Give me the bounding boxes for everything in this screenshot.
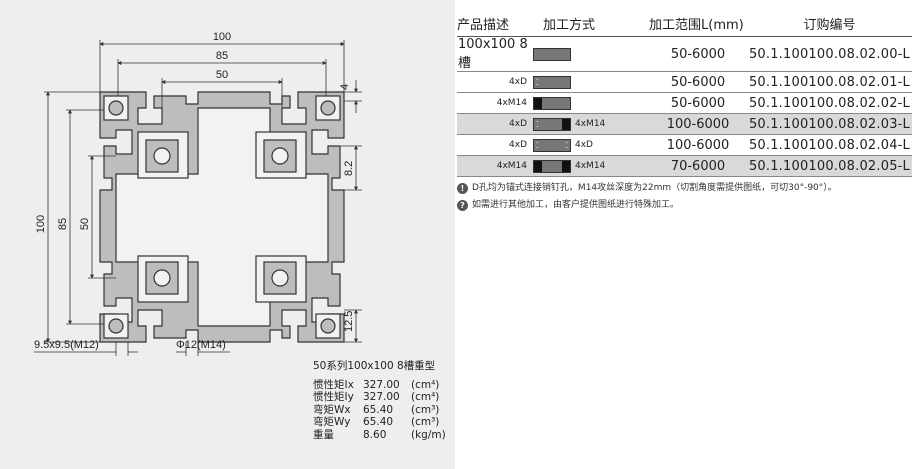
row-process [533,92,649,114]
row-description: 4xM14 [457,155,533,177]
row-order-code: 50.1.100100.08.02.05-L [747,155,912,177]
dim-top-50: 50 [216,69,228,81]
spec-unit: (cm⁴) [411,378,440,391]
table-row: 4xD ⁚ 50-6000 50.1.100100.08.02.01-L [457,71,912,93]
dim-top-100: 100 [213,31,231,43]
row-process: ⁚ [533,71,649,93]
spec-key: 惯性矩Ix [313,378,354,391]
profile-outline [99,91,345,343]
table-row: 100x100 8槽 50-6000 50.1.100100.08.02.00-… [457,36,912,72]
row-description: 4xD [457,134,533,156]
process-diagram-icon: ⁚⁚ [533,138,571,152]
process-right-label: 4xD [575,140,593,150]
spec-row: 弯矩Wy 65.40 (cm³) [313,416,446,429]
spec-unit: (cm³) [411,403,440,416]
note-item: ! D孔均为锚式连接销钉孔，M14攻丝深度为22mm（切割角度需提供图纸，可切30… [457,180,837,197]
spec-key: 惯性矩Iy [313,391,354,404]
info-icon: ? [457,200,468,211]
dimension-lines [34,40,362,356]
row-range: 100-6000 [649,113,747,135]
spec-key: 重量 [313,428,334,441]
process-right-label: 4xM14 [575,161,606,171]
dim-top-85: 85 [216,50,228,62]
dim-left-85: 85 [57,218,69,230]
header-range: 加工范围L(mm) [649,10,747,37]
specs-title: 50系列100x100 8槽重型 [313,360,436,372]
row-process: ⁚ 4xM14 [533,113,649,135]
row-description: 4xD [457,113,533,135]
table-row: 4xM14 4xM14 70-6000 50.1.100100.08.02.05… [457,155,912,177]
row-range: 50-6000 [649,71,747,93]
spec-unit: (cm³) [411,416,440,429]
row-description: 4xD [457,71,533,93]
info-icon: ! [457,183,468,194]
row-description: 100x100 8槽 [457,36,533,72]
spec-row: 惯性矩Iy 327.00 (cm⁴) [313,391,446,404]
spec-value: 65.40 [363,403,394,416]
row-order-code: 50.1.100100.08.02.03-L [747,113,912,135]
dim-12-5: 12.5 [343,311,355,332]
spec-row: 惯性矩Ix 327.00 (cm⁴) [313,379,446,392]
row-range: 100-6000 [649,134,747,156]
row-range: 70-6000 [649,155,747,177]
table-row: 4xD ⁚ 4xM14 100-6000 50.1.100100.08.02.03… [457,113,912,135]
spec-value: 65.40 [363,416,394,429]
spec-row: 重量 8.60 (kg/m) [313,429,446,442]
row-description: 4xM14 [457,92,533,114]
note-text: 如需进行其他加工，由客户提供图纸进行特殊加工。 [472,200,680,210]
table-row: 4xD ⁚⁚4xD 100-6000 50.1.100100.08.02.04-… [457,134,912,156]
process-diagram-icon [533,47,571,61]
row-process [533,36,649,72]
drawing-panel: 100 85 50 4 8.2 12.5 100 85 50 9.5x9.5(M… [0,0,455,469]
row-order-code: 50.1.100100.08.02.00-L [747,36,912,72]
header-process: 加工方式 [533,10,649,37]
note-item: ? 如需进行其他加工，由客户提供图纸进行特殊加工。 [457,197,837,214]
dim-slot: 9.5x9.5(M12) [34,339,99,351]
spec-key: 弯矩Wx [313,403,351,416]
row-process: 4xM14 [533,155,649,177]
spec-unit: (cm⁴) [411,391,440,404]
spec-row: 弯矩Wx 65.40 (cm³) [313,404,446,417]
process-diagram-icon: ⁚ [533,117,571,131]
row-order-code: 50.1.100100.08.02.01-L [747,71,912,93]
ordering-table-wrap: 产品描述 加工方式 加工范围L(mm) 订购编号 100x100 8槽 50-6… [457,10,912,177]
spec-value: 327.00 [363,378,400,391]
profile-drawing: 100 85 50 4 8.2 12.5 100 85 50 9.5x9.5(M… [34,31,362,356]
row-range: 50-6000 [649,36,747,72]
dim-left-50: 50 [79,218,91,230]
spec-key: 弯矩Wy [313,416,351,429]
table-row: 4xM14 50-6000 50.1.100100.08.02.02-L [457,92,912,114]
spec-value: 327.00 [363,391,400,404]
spec-unit: (kg/m) [411,428,446,441]
dim-4: 4 [339,84,351,90]
ordering-table: 产品描述 加工方式 加工范围L(mm) 订购编号 100x100 8槽 50-6… [457,10,912,177]
notes: ! D孔均为锚式连接销钉孔，M14攻丝深度为22mm（切割角度需提供图纸，可切30… [457,180,837,214]
dim-8-2: 8.2 [343,161,355,176]
dim-hole: Φ12(M14) [176,339,226,351]
row-process: ⁚⁚ 4xD [533,134,649,156]
header-order-code: 订购编号 [747,10,912,37]
process-diagram-icon [533,159,571,173]
process-right-label: 4xM14 [575,119,606,129]
process-diagram-icon: ⁚ [533,75,571,89]
note-text: D孔均为锚式连接销钉孔，M14攻丝深度为22mm（切割角度需提供图纸，可切30°… [472,183,837,193]
spec-value: 8.60 [363,428,387,441]
row-order-code: 50.1.100100.08.02.02-L [747,92,912,114]
process-diagram-icon [533,96,571,110]
profile-specs: 50系列100x100 8槽重型 惯性矩Ix 327.00 (cm⁴) 惯性矩Iy 3… [313,360,446,442]
dim-left-100: 100 [35,215,47,233]
table-header-row: 产品描述 加工方式 加工范围L(mm) 订购编号 [457,10,912,37]
row-order-code: 50.1.100100.08.02.04-L [747,134,912,156]
header-description: 产品描述 [457,10,533,37]
row-range: 50-6000 [649,92,747,114]
